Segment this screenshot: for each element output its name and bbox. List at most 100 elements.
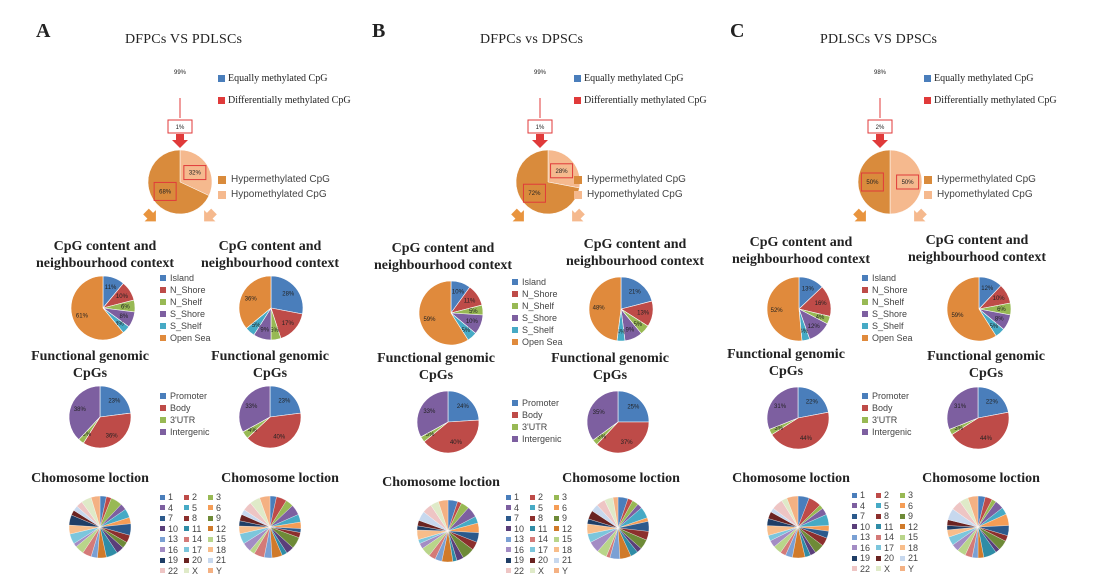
- legend-label: 20: [192, 555, 203, 566]
- legend-item: N_Shelf: [862, 296, 913, 308]
- legend-swatch: [184, 505, 189, 511]
- legend-label: 21: [562, 555, 573, 566]
- legend-swatch: [924, 96, 931, 104]
- slice-label: 44%: [980, 436, 993, 442]
- legend-item: N_Shore: [160, 284, 211, 296]
- legend-label: 3: [908, 490, 914, 501]
- legend-label: S_Shore: [872, 309, 908, 319]
- slice-label: 5%: [469, 309, 478, 315]
- legend-label: 1: [168, 492, 174, 503]
- legend-label: 2: [192, 492, 198, 503]
- pie-slice: [889, 149, 923, 215]
- legend-item: 13: [506, 534, 530, 545]
- legend-swatch: [900, 566, 905, 572]
- pie-slice: [977, 386, 1009, 419]
- legend-label: X: [192, 565, 199, 576]
- slice-label: 11%: [105, 285, 117, 291]
- legend-item: N_Shelf: [160, 296, 211, 308]
- legend-label: 2: [884, 490, 890, 501]
- slice-label: 11%: [464, 298, 476, 304]
- legend-item: S_Shelf: [862, 320, 913, 332]
- slice-label: 4%: [248, 428, 257, 434]
- legend-swatch: [160, 287, 166, 293]
- slice-label: 4%: [617, 329, 626, 335]
- legend-swatch: [208, 526, 213, 532]
- pie-slice: [766, 276, 803, 342]
- slice-label: 23%: [278, 399, 291, 405]
- legend-item: 16: [160, 545, 184, 556]
- legend-swatch: [900, 503, 905, 509]
- cpg-context-pie-hyper: 13%16%4%12%4%52%: [766, 276, 832, 342]
- panel-label: A: [36, 20, 51, 42]
- functional-pie-hyper: 22%44%3%31%: [766, 386, 830, 450]
- legend-swatch: [554, 557, 559, 563]
- hyper-pct: 50%: [866, 180, 879, 186]
- hyper-box: [522, 183, 546, 203]
- legend-item: 2: [876, 490, 900, 501]
- functional-pie-hypo: 23%40%4%33%: [238, 385, 302, 449]
- legend-label: 6: [216, 502, 222, 513]
- legend-swatch: [862, 323, 868, 329]
- hyper-box: [153, 181, 177, 201]
- legend-label: N_Shelf: [522, 301, 555, 311]
- methylation-pie: 98%2%: [867, 70, 893, 148]
- legend-label: 19: [514, 555, 525, 566]
- legend-item: 18: [900, 543, 924, 554]
- slice-label: 3%: [774, 426, 783, 432]
- slice-label: 12%: [808, 324, 821, 330]
- legend-label: Y: [908, 563, 915, 574]
- legend-item: 21: [208, 555, 232, 566]
- panel-title: PDLSCs VS DPSCs: [820, 32, 938, 47]
- legend-label: S_Shore: [170, 309, 206, 319]
- legend-item: 7: [506, 513, 530, 524]
- legend-label: 3'UTR: [872, 415, 898, 425]
- legend-item: N_Shelf: [512, 300, 563, 312]
- equal-pct: 98%: [874, 70, 887, 76]
- legend-item: Open Sea: [862, 332, 913, 344]
- legend-swatch: [184, 536, 189, 542]
- legend-item: 2: [184, 492, 208, 503]
- legend-label: 5: [884, 500, 890, 511]
- legend-label: Y: [562, 565, 569, 576]
- legend-item: 12: [554, 524, 578, 535]
- legend-item: S_Shore: [862, 308, 913, 320]
- legend-swatch: [876, 524, 881, 530]
- pie-slice: [418, 280, 469, 346]
- legend-label: 10: [514, 523, 525, 534]
- diff-box: [867, 119, 893, 134]
- slice-label: 4%: [115, 321, 124, 327]
- legend-item: 9: [208, 513, 232, 524]
- legend-item: S_Shore: [512, 312, 563, 324]
- legend-swatch: [852, 503, 857, 509]
- legend-label: 4: [168, 502, 174, 513]
- legend-label: 4: [514, 502, 520, 513]
- legend-swatch: [506, 547, 511, 553]
- legend-label: Island: [872, 273, 897, 283]
- legend-item: 18: [554, 545, 578, 556]
- legend-swatch: [184, 547, 189, 553]
- legend-swatch: [876, 534, 881, 540]
- chr-title-left: Chomosome loction: [382, 475, 500, 490]
- legend-label: 19: [860, 553, 871, 564]
- legend-label: 19: [168, 555, 179, 566]
- arrow-hyper: [143, 208, 156, 222]
- legend-swatch: [530, 536, 535, 542]
- legend-swatch: [876, 555, 881, 561]
- slice-label: 25%: [627, 405, 640, 411]
- legend-label: 15: [216, 534, 227, 545]
- legend-item: Body: [160, 402, 210, 414]
- slice-label: 9%: [626, 328, 635, 334]
- pie-slice: [588, 276, 622, 342]
- pie-slice: [447, 390, 480, 423]
- hyper-pct: 68%: [159, 189, 172, 195]
- chr-title-right: Chomosome loction: [221, 471, 339, 486]
- equal-pct: 99%: [534, 70, 547, 76]
- pie-slice: [423, 419, 480, 454]
- legend-item: 22: [852, 564, 876, 575]
- legend-label: 18: [908, 542, 919, 553]
- legend-item: Island: [160, 272, 211, 284]
- slice-label: 8%: [995, 317, 1004, 323]
- cpg-context-pie-hypo: 28%17%5%9%5%36%: [238, 275, 304, 341]
- legend-item: 16: [852, 543, 876, 554]
